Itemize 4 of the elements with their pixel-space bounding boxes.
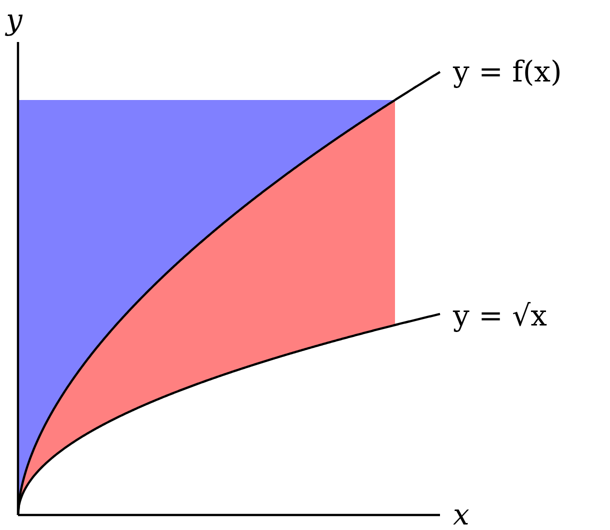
curve-label: y = √x	[453, 302, 547, 330]
axis-label: x	[453, 500, 470, 530]
axis-label: y	[6, 6, 22, 34]
curve-label: y = f(x)	[453, 58, 562, 86]
